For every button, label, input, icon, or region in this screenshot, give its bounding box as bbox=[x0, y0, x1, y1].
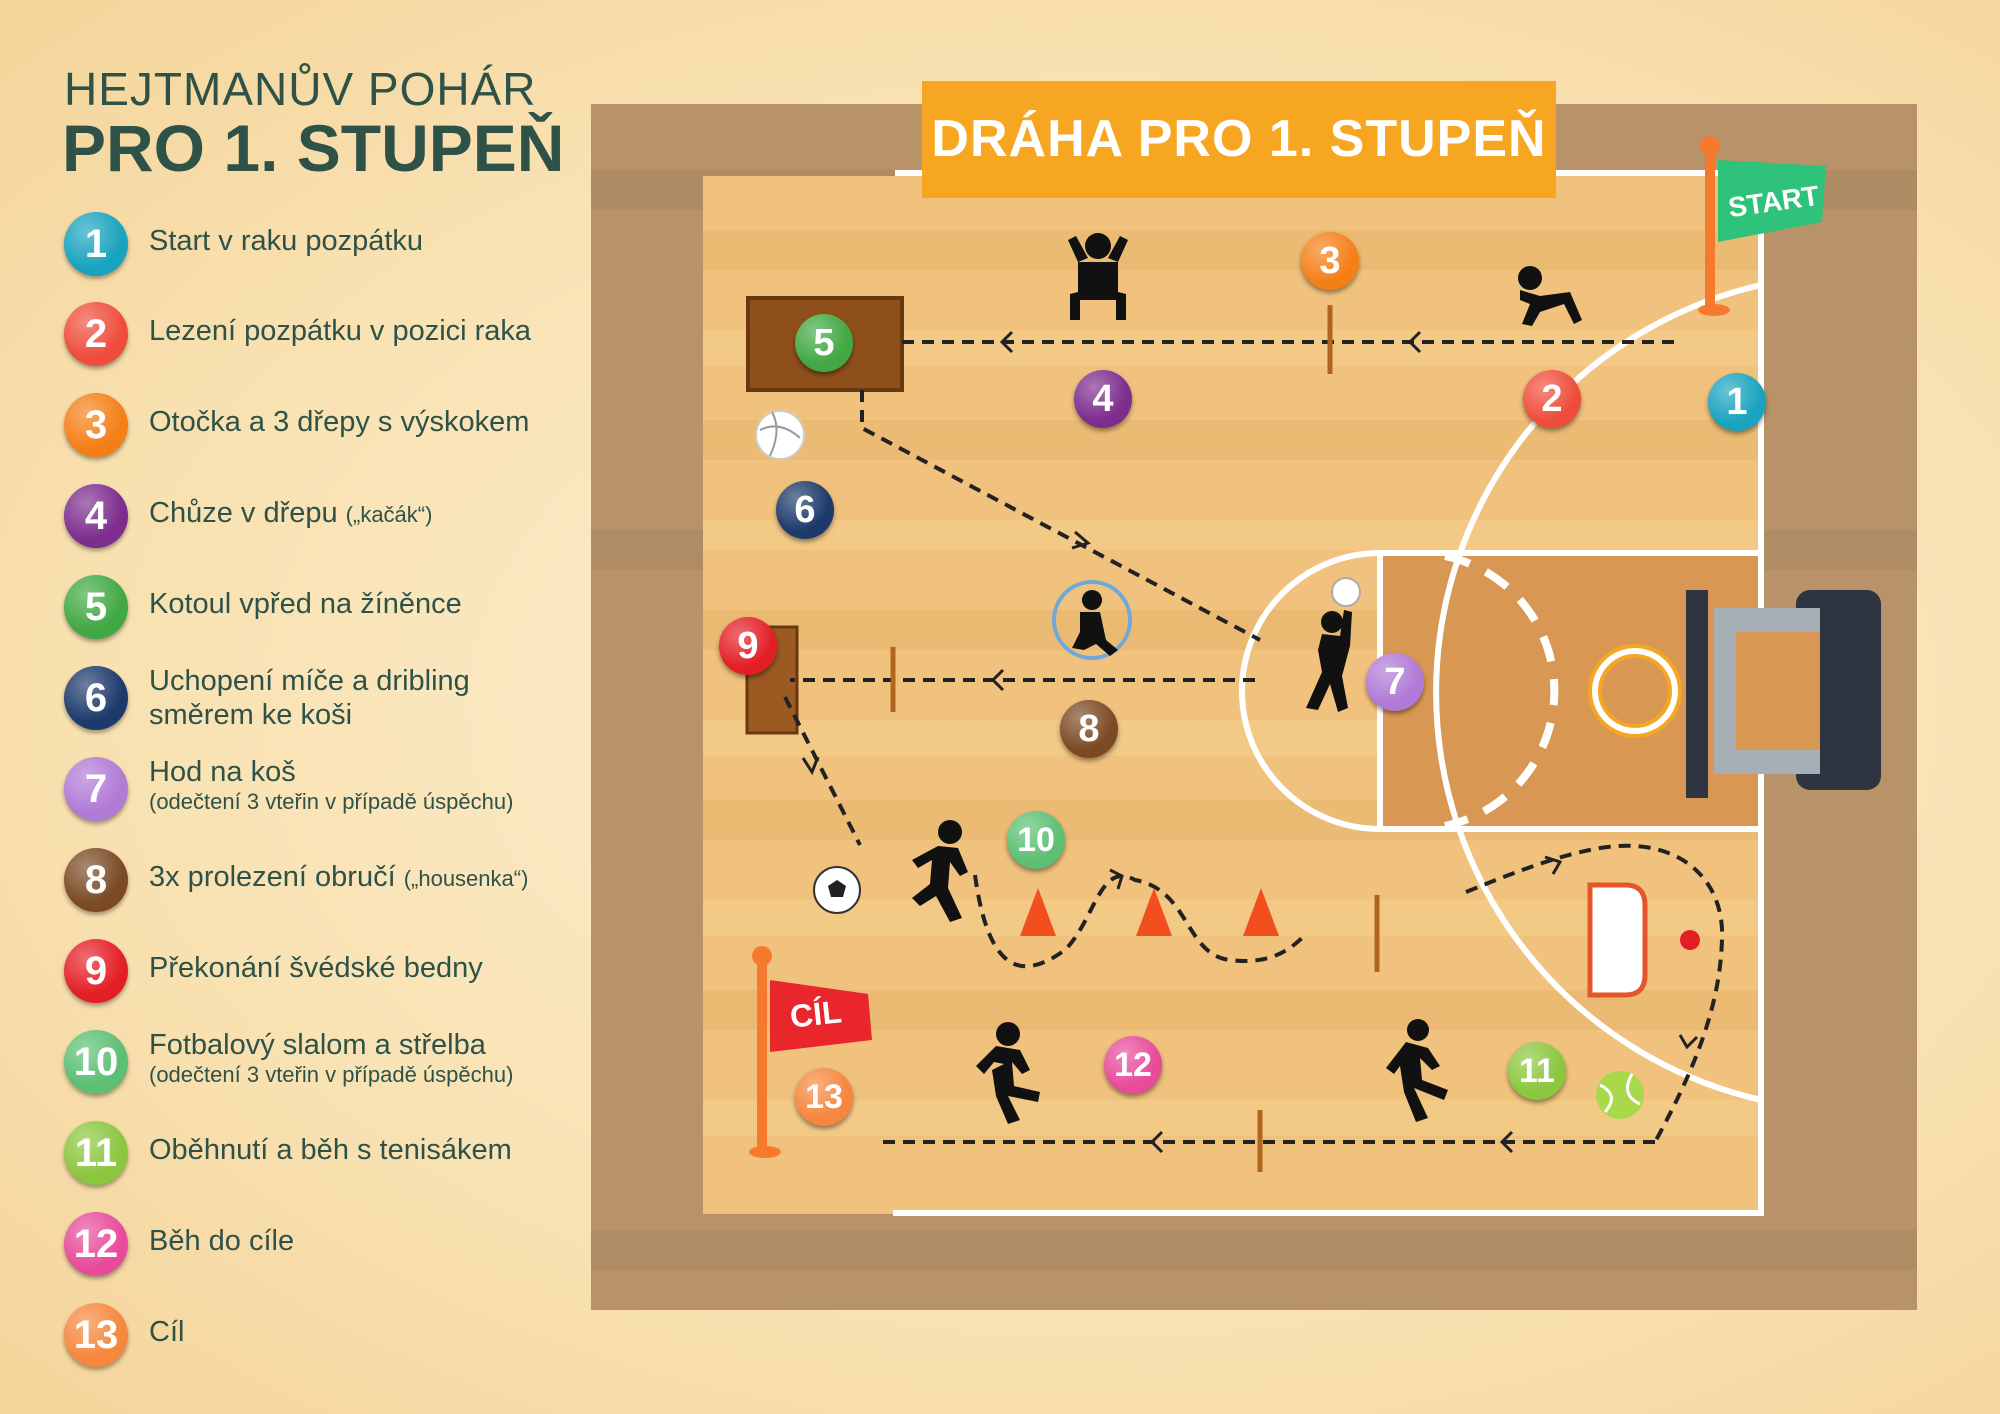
legend-label: Oběhnutí a běh s tenisákem bbox=[149, 1134, 512, 1166]
cones bbox=[1020, 888, 1279, 936]
finish-flag-label: CÍL bbox=[788, 993, 844, 1035]
station-marker-11: 11 bbox=[1508, 1042, 1566, 1100]
station-marker-10: 10 bbox=[1007, 811, 1065, 869]
small-goal bbox=[1587, 882, 1648, 998]
crab-walk-figure-icon bbox=[1518, 266, 1582, 326]
legend-item-10: 10 Fotbalový slalom a střelba(odečtení 3… bbox=[64, 1029, 604, 1100]
legend-label: Chůze v dřepu („kačák“) bbox=[149, 497, 433, 529]
station-marker-5: 5 bbox=[795, 314, 853, 372]
legend-item-8: 8 3x prolezení obručí („housenka“) bbox=[64, 848, 604, 918]
legend-label: Start v raku pozpátku bbox=[149, 225, 424, 257]
legend-number: 1 bbox=[64, 212, 128, 276]
station-marker-13: 13 bbox=[795, 1068, 853, 1126]
legend-item-11: 11 Oběhnutí a běh s tenisákem bbox=[64, 1121, 604, 1191]
runner-11-figure-icon bbox=[1386, 1019, 1448, 1122]
legend-number: 6 bbox=[64, 666, 128, 730]
page-title-line2: PRO 1. STUPEŇ bbox=[62, 111, 565, 185]
legend-number: 4 bbox=[64, 484, 128, 548]
legend-item-9: 9 Překonání švédské bedny bbox=[64, 939, 604, 1009]
station-marker-1: 1 bbox=[1708, 373, 1766, 431]
legend-label: Překonání švédské bedny bbox=[149, 952, 483, 984]
station-marker-6: 6 bbox=[776, 481, 834, 539]
tennis-ball-icon bbox=[1596, 1071, 1644, 1119]
legend-item-3: 3 Otočka a 3 dřepy s výskokem bbox=[64, 393, 604, 463]
legend-number: 5 bbox=[64, 575, 128, 639]
finish-flag-icon bbox=[749, 946, 872, 1158]
volleyball-icon bbox=[755, 410, 805, 460]
legend-label: Kotoul vpřed na žíněnce bbox=[149, 588, 462, 620]
legend-label: 3x prolezení obručí („housenka“) bbox=[149, 861, 529, 893]
legend-number: 13 bbox=[64, 1303, 128, 1367]
page-title-line1: HEJTMANŮV POHÁR bbox=[64, 63, 537, 115]
legend-label: Hod na koš(odečtení 3 vteřin v případě ú… bbox=[149, 756, 514, 814]
runner-12-figure-icon bbox=[976, 1022, 1040, 1124]
legend-item-1: 1 Start v raku pozpátku bbox=[64, 212, 604, 282]
legend-number: 12 bbox=[64, 1212, 128, 1276]
station-marker-12: 12 bbox=[1104, 1036, 1162, 1094]
crawling-figure-icon bbox=[1072, 590, 1118, 656]
shooting-figure-icon bbox=[1306, 610, 1352, 712]
football-icon bbox=[813, 866, 861, 914]
station-marker-7: 7 bbox=[1366, 653, 1424, 711]
station-marker-4: 4 bbox=[1074, 370, 1132, 428]
runner-10-figure-icon bbox=[912, 820, 968, 922]
legend-number: 10 bbox=[64, 1030, 128, 1094]
legend-item-5: 5 Kotoul vpřed na žíněnce bbox=[64, 575, 604, 645]
legend-label: Fotbalový slalom a střelba(odečtení 3 vt… bbox=[149, 1029, 514, 1087]
hula-hoop-icon bbox=[1052, 580, 1132, 660]
station-marker-3: 3 bbox=[1301, 232, 1359, 290]
squat-jump-figure-icon bbox=[1068, 233, 1128, 320]
legend-number: 8 bbox=[64, 848, 128, 912]
station-marker-8: 8 bbox=[1060, 700, 1118, 758]
legend-item-12: 12 Běh do cíle bbox=[64, 1212, 604, 1282]
legend-number: 7 bbox=[64, 757, 128, 821]
legend-label: Lezení pozpátku v pozici raka bbox=[149, 315, 532, 347]
station-marker-9: 9 bbox=[719, 617, 777, 675]
legend-label: Otočka a 3 dřepy s výskokem bbox=[149, 406, 530, 438]
legend-label: Cíl bbox=[149, 1316, 185, 1348]
course-banner: DRÁHA PRO 1. STUPEŇ bbox=[922, 81, 1556, 198]
start-flag-icon bbox=[1698, 136, 1826, 316]
legend-item-4: 4 Chůze v dřepu („kačák“) bbox=[64, 484, 604, 554]
legend-number: 9 bbox=[64, 939, 128, 1003]
basketball-player-ball-icon bbox=[1331, 577, 1361, 607]
legend-number: 3 bbox=[64, 393, 128, 457]
basket bbox=[1588, 590, 1881, 798]
legend-item-13: 13 Cíl bbox=[64, 1303, 604, 1373]
legend-number: 2 bbox=[64, 302, 128, 366]
station-marker-2: 2 bbox=[1523, 370, 1581, 428]
legend-label: Běh do cíle bbox=[149, 1225, 295, 1257]
legend-number: 11 bbox=[64, 1121, 128, 1185]
legend-item-2: 2 Lezení pozpátku v pozici raka bbox=[64, 302, 604, 372]
legend-item-7: 7 Hod na koš(odečtení 3 vteřin v případě… bbox=[64, 756, 604, 827]
